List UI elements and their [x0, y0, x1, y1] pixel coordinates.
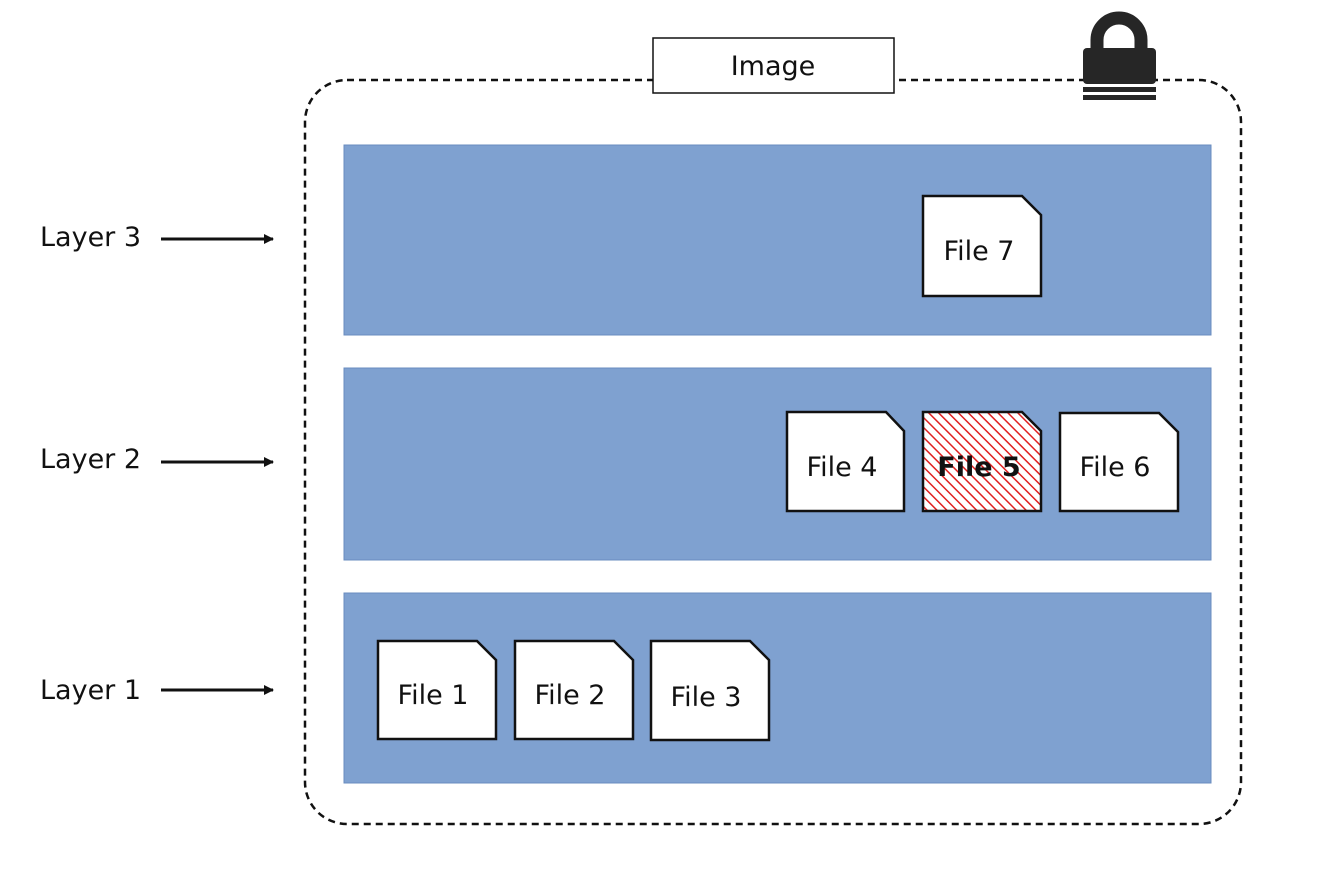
layer-2: Layer 2 File 4 File 5 File 6	[40, 367, 1212, 561]
file-label: File 6	[1080, 452, 1151, 483]
layer-3: Layer 3 File 7	[40, 144, 1212, 336]
file-icon: File 6	[1058, 411, 1180, 513]
layer-label: Layer 3	[40, 222, 141, 253]
padlock-icon	[1083, 11, 1156, 100]
file-icon: File 7	[921, 194, 1043, 298]
deleted-file-icon: File 5	[921, 410, 1043, 513]
file-label: File 7	[944, 236, 1015, 267]
file-icon: File 4	[785, 410, 906, 513]
image-title-box: Image	[652, 37, 895, 94]
image-title: Image	[731, 51, 816, 82]
layer-label: Layer 1	[40, 675, 141, 706]
file-label: File 1	[398, 680, 469, 711]
layer-label: Layer 2	[40, 444, 141, 475]
layer-1: Layer 1 File 1 File 2 File 3	[40, 592, 1212, 784]
file-label: File 3	[671, 682, 742, 713]
file-label: File 2	[535, 680, 606, 711]
file-label: File 4	[807, 452, 878, 483]
file-icon: File 1	[376, 639, 498, 741]
file-label: File 5	[937, 452, 1020, 483]
file-icon: File 2	[513, 639, 635, 741]
layer-band	[343, 144, 1212, 336]
file-icon: File 3	[649, 639, 771, 742]
